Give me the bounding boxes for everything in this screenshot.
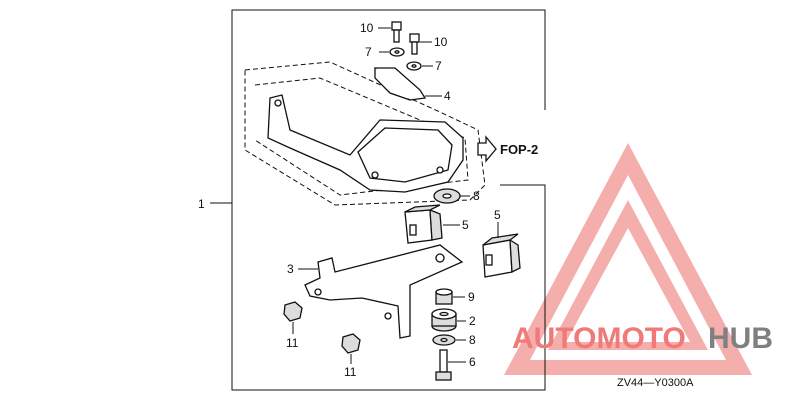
callout-7-left: 7 [365, 45, 372, 59]
nut-11-right-icon [341, 333, 361, 354]
callout-10-right: 10 [434, 35, 448, 49]
watermark-text-hub: HUB [708, 322, 773, 355]
washer-8-bottom-icon [432, 334, 456, 346]
bracket-3 [304, 244, 464, 339]
watermark-logo-icon [504, 143, 752, 375]
callout-5-left: 5 [462, 218, 469, 232]
nut-11-left-icon [283, 301, 303, 322]
washer-8-top-icon [433, 188, 461, 204]
callout-8-bottom: 8 [469, 333, 476, 347]
reference-fop-2: FOP-2 [500, 142, 538, 157]
diagram-code: ZV44—Y0300A [617, 377, 694, 389]
bolt-6-icon [435, 349, 452, 381]
watermark-text-automoto: AUTOMOTO [512, 322, 686, 355]
callout-8-top: 8 [473, 189, 480, 203]
callout-11-right: 11 [344, 365, 357, 379]
bolt-10-left-icon [391, 21, 402, 43]
part-4-plate [373, 67, 427, 101]
fop-2-arrow-icon [477, 135, 497, 163]
assembly-frame [210, 9, 546, 391]
frame-dashed-outline [244, 61, 486, 206]
callout-5-right: 5 [494, 208, 501, 222]
callout-7-right: 7 [435, 59, 442, 73]
collar-9-icon [435, 288, 453, 305]
bolt-10-right-icon [409, 33, 420, 55]
callout-9: 9 [468, 290, 475, 304]
rubber-mount-5-right [482, 233, 521, 278]
rubber-mount-5-left [404, 204, 443, 244]
callout-3: 3 [287, 262, 294, 276]
callout-6: 6 [469, 355, 476, 369]
callout-4: 4 [444, 89, 451, 103]
callout-11-left: 11 [286, 336, 299, 350]
rubber-2-icon [431, 308, 457, 332]
callout-2: 2 [469, 314, 476, 328]
washer-7-left-icon [389, 47, 405, 57]
callout-10-left: 10 [360, 21, 374, 35]
washer-7-right-icon [406, 61, 422, 71]
callout-1: 1 [198, 197, 205, 211]
frame-grating [267, 94, 464, 193]
